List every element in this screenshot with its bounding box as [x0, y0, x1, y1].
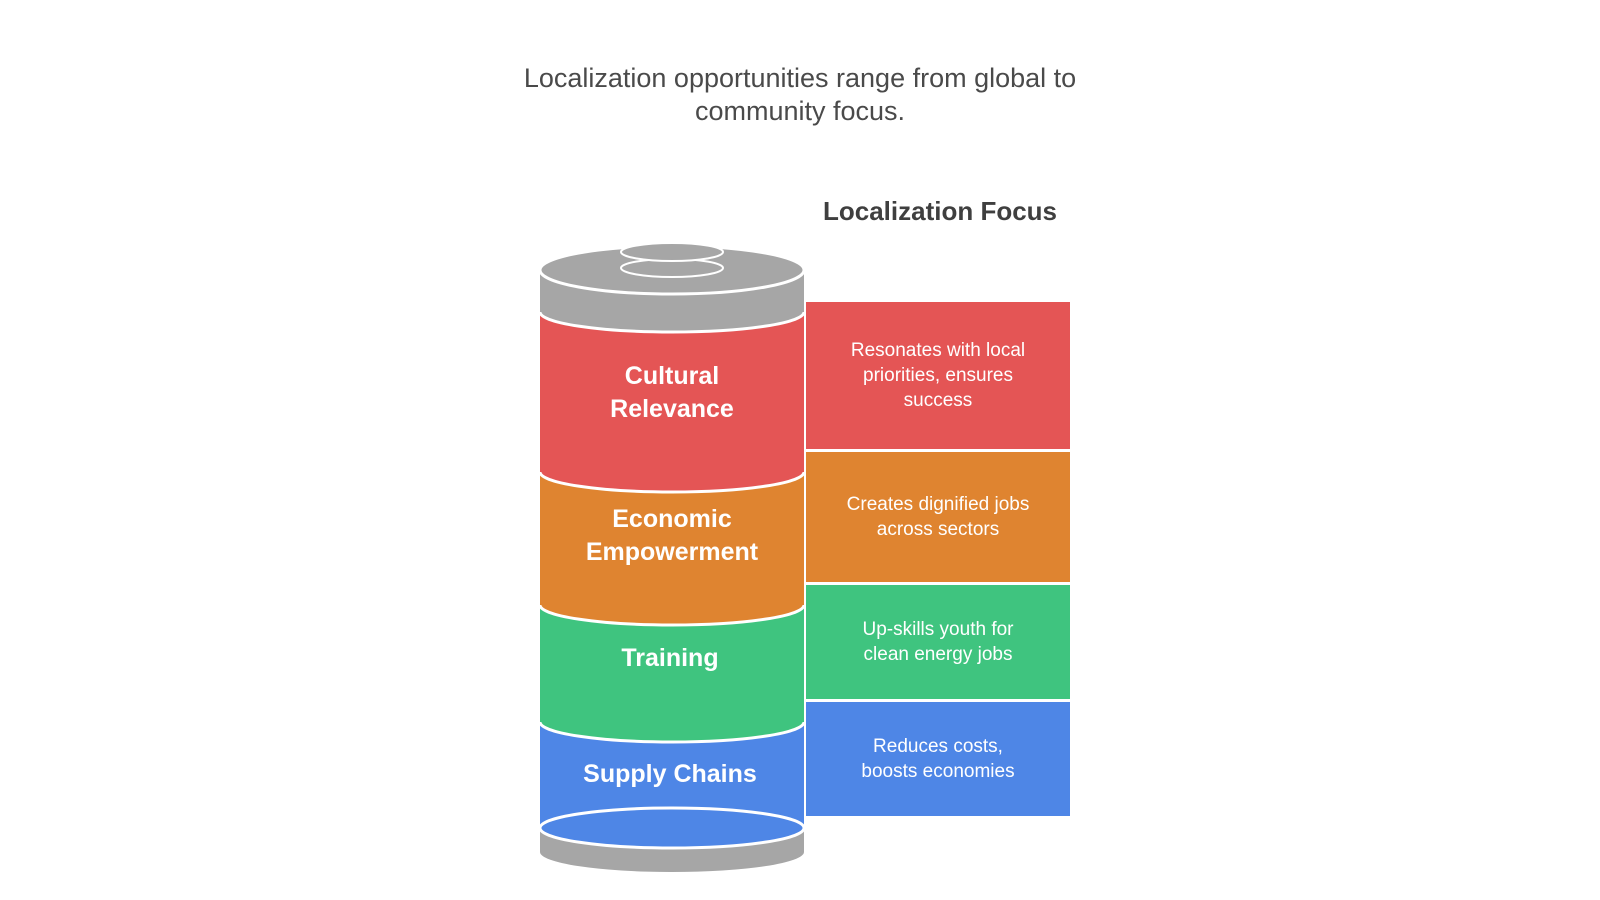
description-economic-empowerment: Creates dignified jobs across sectors	[846, 494, 1030, 540]
description-cultural-relevance: Resonates with local priorities, ensures…	[850, 340, 1026, 411]
segment-label-supply-chains: Supply Chains	[583, 759, 757, 788]
segment-label-economic-empowerment: Economic Empowerment	[585, 505, 759, 566]
segment-label-cultural-relevance: Cultural Relevance	[610, 362, 734, 423]
description-training: Up-skills youth for clean energy jobs	[862, 619, 1014, 665]
desc-block-cultural-relevance	[806, 302, 1070, 449]
segment-cultural-relevance	[538, 292, 806, 494]
battery-terminal	[620, 242, 724, 278]
desc-block-training	[806, 585, 1070, 699]
localization-focus-heading: Localization Focus	[822, 196, 1058, 226]
desc-block-economic-empowerment	[806, 452, 1070, 582]
segment-label-training: Training	[621, 643, 719, 672]
desc-block-supply-chains	[806, 702, 1070, 816]
description-supply-chains: Reduces costs, boosts economies	[861, 736, 1015, 782]
diagram-title: Localization opportunities range from gl…	[523, 63, 1077, 126]
